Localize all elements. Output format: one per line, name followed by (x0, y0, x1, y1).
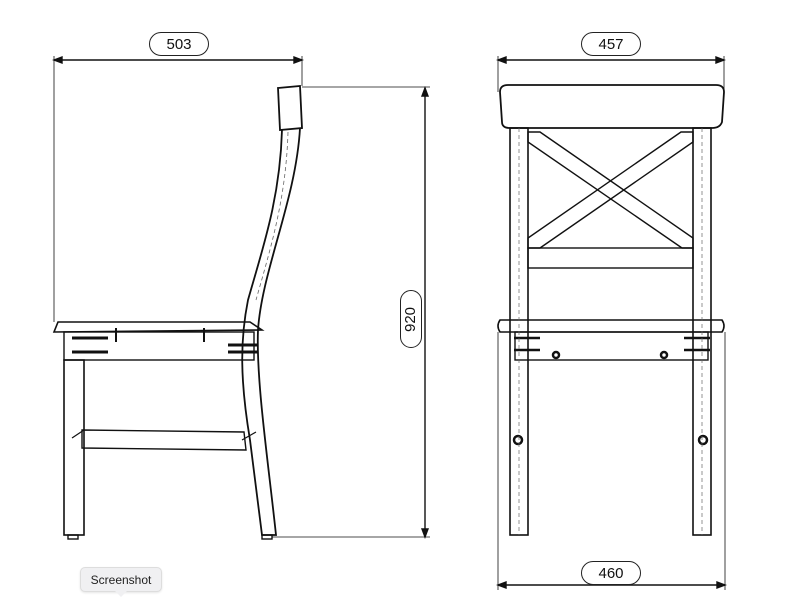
arrow-icon (715, 55, 726, 65)
arrow-icon (716, 580, 727, 590)
hidden-line (255, 131, 289, 301)
backrest-top (277, 85, 303, 131)
side-view (52, 55, 430, 540)
dimension-label-back-width: 457 (581, 32, 641, 56)
leg-foot (261, 534, 273, 540)
front-view (496, 55, 727, 590)
arrow-icon (420, 86, 430, 97)
screenshot-tooltip: Screenshot (80, 567, 162, 597)
stretcher-brace (71, 429, 257, 441)
arrow-icon (52, 55, 63, 65)
stretcher (81, 429, 247, 451)
back-leg (241, 127, 301, 536)
seat (497, 319, 725, 333)
front-leg (63, 359, 85, 536)
dimension-label-depth: 503 (149, 32, 209, 56)
seat-apron (514, 331, 709, 361)
arrow-icon (496, 580, 507, 590)
dimension-label-seat-width: 460 (581, 561, 641, 585)
cross-brace (527, 131, 694, 249)
hardware-bolts (72, 328, 258, 354)
arrow-icon (496, 55, 507, 65)
cross-brace (527, 131, 694, 249)
arrow-icon (293, 55, 304, 65)
seat (52, 321, 265, 333)
hardware-bolts (512, 336, 710, 446)
back-rail (527, 247, 694, 269)
seat-apron (63, 331, 255, 361)
dimension-label-height: 920 (400, 290, 422, 348)
backrest-top (499, 84, 725, 129)
leg-foot (67, 534, 79, 540)
arrow-icon (420, 528, 430, 539)
height-value: 920 (402, 306, 420, 332)
